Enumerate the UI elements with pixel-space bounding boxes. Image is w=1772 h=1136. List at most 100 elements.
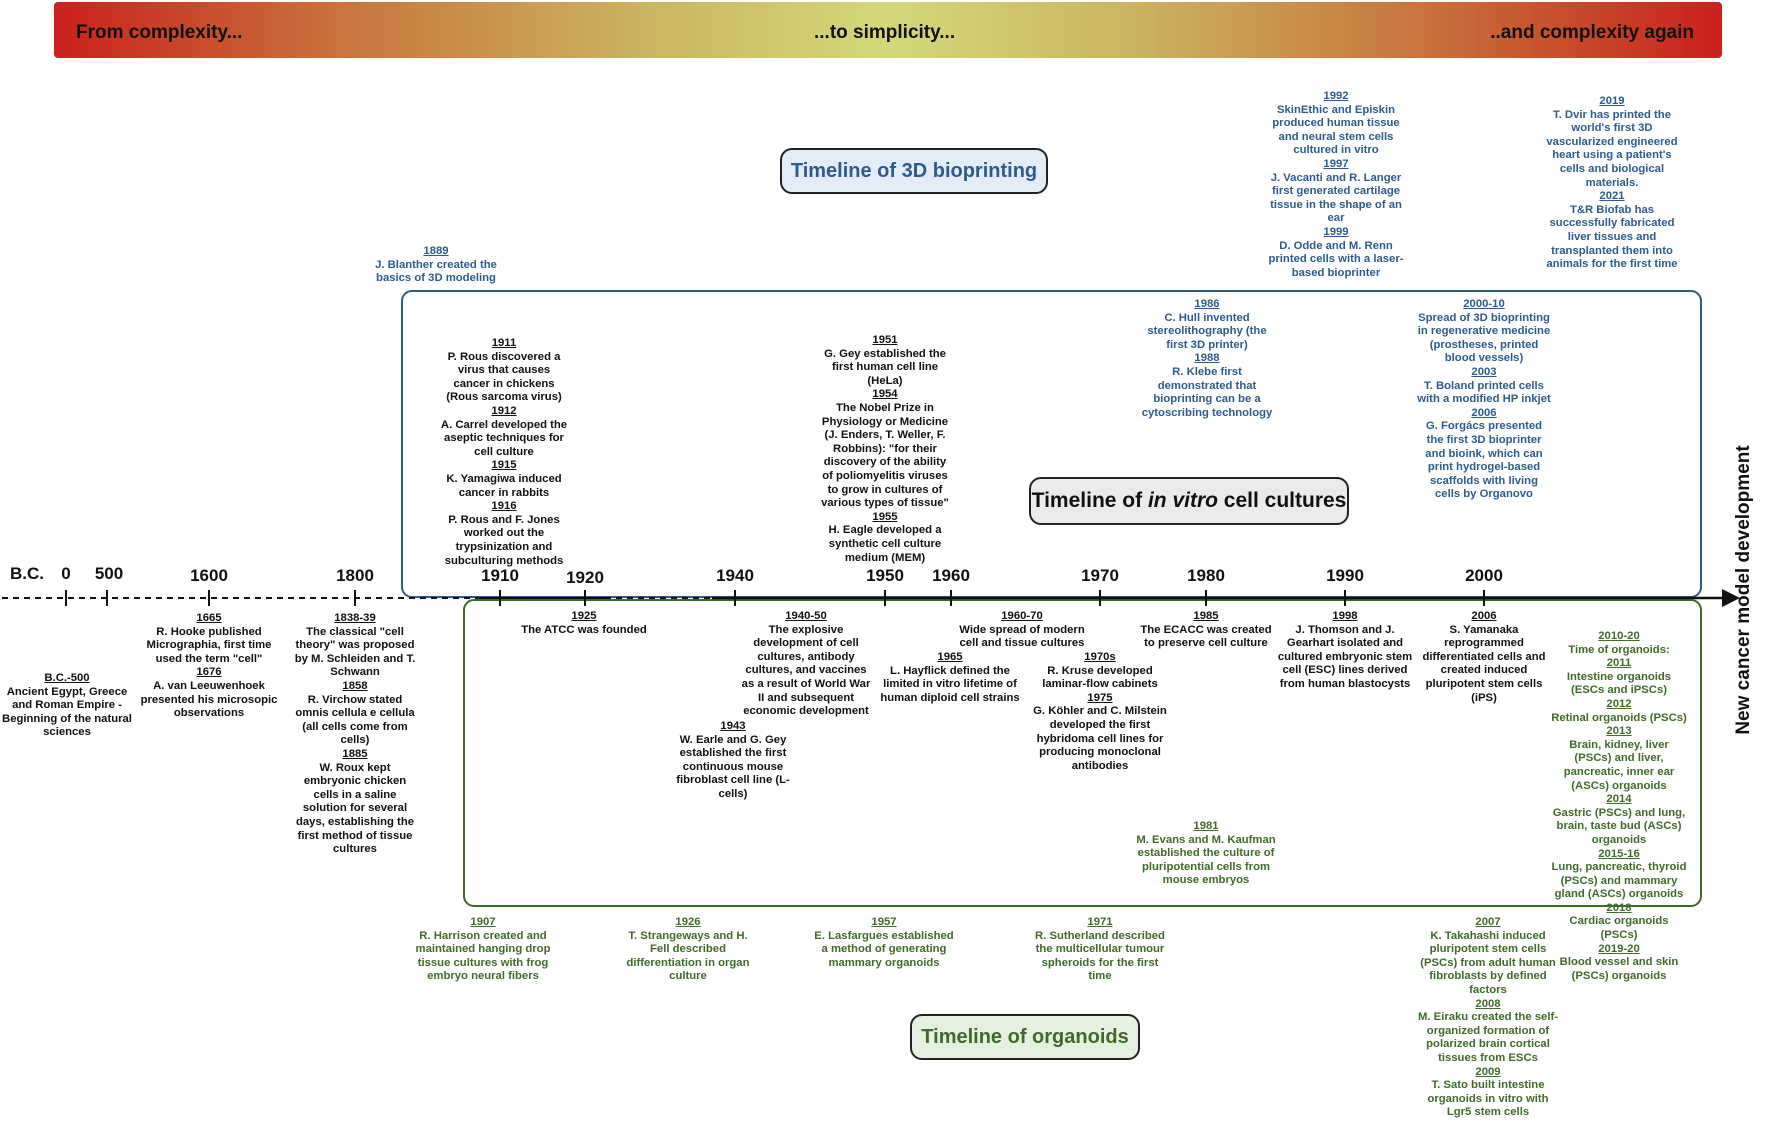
event-year: 2009	[1475, 1065, 1501, 1078]
event-description: Wide spread of modern cell and tissue cu…	[959, 623, 1085, 650]
tick-label-500: 500	[94, 564, 124, 583]
tick-label-1940: 1940	[716, 566, 754, 585]
event-description: T. Boland printed cells with a modified …	[1417, 379, 1551, 406]
event-description: Ancient Egypt, Greece and Roman Empire -…	[2, 685, 132, 739]
event-description: Intestine organoids (ESCs and iPSCs)	[1566, 670, 1672, 697]
event-description: Time of organoids:	[1568, 643, 1670, 656]
event-year: 2006	[1471, 406, 1497, 419]
event-description: R. Klebe first demonstrated that bioprin…	[1141, 365, 1273, 419]
axis-arrow-head	[1722, 589, 1740, 607]
event-year: 2011	[1606, 657, 1632, 670]
bioprinting-timeline-title: Timeline of 3D bioprinting	[780, 148, 1048, 194]
event-year: 1838-39	[334, 612, 376, 624]
event-description: The Nobel Prize in Physiology or Medicin…	[821, 401, 949, 510]
event-description: L. Hayflick defined the limited in vitro…	[880, 664, 1020, 704]
event-description: G. Forgács presented the first 3D biopri…	[1425, 420, 1543, 501]
event-description: W. Earle and G. Gey established the firs…	[676, 733, 790, 800]
event-year: 2008	[1475, 997, 1501, 1010]
event-year: 1915	[491, 459, 517, 472]
event-year: 1885	[342, 747, 368, 760]
tick-label-1950: 1950	[866, 566, 904, 585]
event-description: D. Odde and M. Renn printed cells with a…	[1268, 239, 1404, 279]
event-description: Gastric (PSCs) and lung, brain, taste bu…	[1552, 806, 1686, 846]
event-description: T&R Biofab has successfully fabricated l…	[1546, 203, 1678, 271]
event-year: 2019	[1599, 95, 1625, 107]
event-year: 2003	[1471, 365, 1497, 378]
event-description: R. Harrison created and maintained hangi…	[415, 929, 551, 983]
event-year: 2000-10	[1463, 298, 1505, 310]
event-description: Lung, pancreatic, thyroid (PSCs) and mam…	[1551, 861, 1687, 901]
event-description: J. Vacanti and R. Langer first generated…	[1270, 171, 1402, 225]
event-year: 1858	[342, 679, 368, 692]
event-description: S. Yamanaka reprogrammed differentiated …	[1422, 623, 1546, 704]
event-description: K. Yamagiwa induced cancer in rabbits	[446, 472, 562, 499]
event-description: C. Hull invented stereolithography (the …	[1147, 311, 1267, 351]
event-year: 2013	[1606, 725, 1632, 738]
event-year: 1985	[1193, 610, 1219, 622]
tick-label-1600: 1600	[190, 566, 228, 585]
event-description: J. Thomson and J. Gearhart isolated and …	[1277, 623, 1413, 690]
event-year: 1965	[937, 651, 963, 663]
event-year: 1907	[470, 916, 496, 928]
organoids-timeline-title: Timeline of organoids	[910, 1014, 1140, 1060]
tick-label-1920: 1920	[566, 568, 604, 587]
tick-label-bc: B.C.	[10, 564, 44, 583]
event-year: 1988	[1194, 352, 1220, 365]
event-description: Blood vessel and skin (PSCs) organoids	[1559, 956, 1679, 982]
event-description: The explosive development of cell cultur…	[741, 623, 871, 718]
tick-label-1960: 1960	[932, 566, 970, 585]
event-description: G. Köhler and C. Milstein developed the …	[1033, 705, 1167, 772]
event-year: 1997	[1323, 157, 1349, 170]
tick-label-1990: 1990	[1326, 566, 1364, 585]
event-year: 2019-20	[1598, 942, 1640, 955]
event-description: The classical "cell theory" was proposed…	[294, 625, 416, 679]
tick-label-1970: 1970	[1081, 566, 1119, 585]
event-year: 1971	[1087, 916, 1113, 928]
event-description: R. Kruse developed laminar-flow cabinets	[1042, 664, 1158, 691]
event-year: 1999	[1323, 225, 1349, 238]
event-year: 2014	[1606, 793, 1632, 806]
event-year: 2010-20	[1598, 630, 1640, 642]
event-year: 1951	[872, 334, 898, 346]
event-year: 1975	[1087, 691, 1113, 704]
tick-label-1980: 1980	[1187, 566, 1225, 585]
event-description: H. Eagle developed a synthetic cell cult…	[828, 524, 942, 564]
era-center-label: ...to simplicity...	[814, 22, 956, 43]
event-year: 1665	[196, 612, 222, 624]
tick-label-2000: 2000	[1465, 566, 1503, 585]
event-description: R. Virchow stated omnis cellula e cellul…	[295, 693, 415, 747]
event-description: R. Hooke published Micrographia, first t…	[146, 625, 272, 665]
event-description: A. Carrel developed the aseptic techniqu…	[440, 418, 568, 458]
event-description: M. Eiraku created the self-organized for…	[1417, 1011, 1558, 1064]
tick-label-1800: 1800	[336, 566, 374, 585]
event-year: 2018	[1606, 901, 1632, 914]
event-description: The ECACC was created to preserve cell c…	[1140, 623, 1272, 650]
event-description: T. Dvir has printed the world's first 3D…	[1546, 108, 1678, 189]
era-left-label: From complexity...	[76, 22, 243, 43]
event-year: 2007	[1475, 916, 1501, 928]
event-description: K. Takahashi induced pluripotent stem ce…	[1420, 929, 1556, 996]
event-year: 1889	[423, 245, 449, 257]
era-gradient-bar: From complexity... ...to simplicity... .…	[54, 2, 1722, 58]
event-description: The ATCC was founded	[521, 623, 647, 636]
event-description: G. Gey established the first human cell …	[824, 347, 946, 387]
event-year: 1957	[871, 916, 897, 928]
event-year: B.C.-500	[44, 672, 90, 684]
